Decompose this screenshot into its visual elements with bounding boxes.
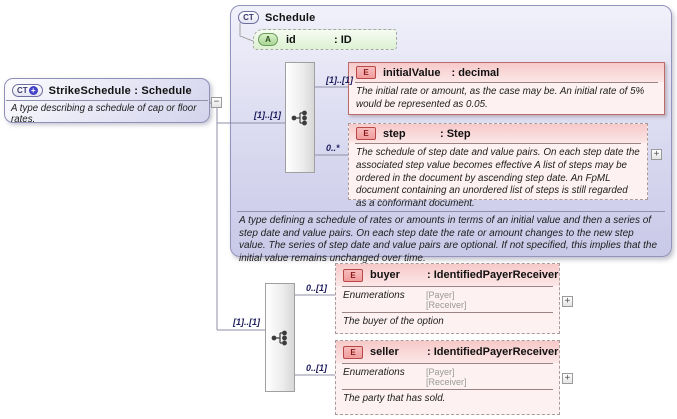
cardinality-seller: 0..[1]	[306, 363, 328, 373]
element-step[interactable]: E step : Step The schedule of step date …	[348, 123, 648, 209]
divider	[342, 312, 553, 313]
ct-badge-text: CT	[17, 86, 28, 95]
cardinality-step: 0..*	[326, 143, 340, 153]
initialvalue-name: initialValue	[383, 66, 441, 79]
complex-type-icon: CT	[238, 11, 259, 24]
initialvalue-header: E initialValue : decimal	[349, 63, 664, 82]
seller-name: seller	[370, 346, 399, 358]
enum-value: [Payer]	[426, 290, 455, 300]
enumerations-label: Enumerations	[343, 367, 405, 378]
schedule-description: A type defining a schedule of rates or a…	[237, 211, 665, 265]
collapse-button[interactable]: −	[211, 97, 222, 108]
step-description: The schedule of step date and value pair…	[356, 147, 640, 210]
attribute-name: id	[286, 33, 296, 46]
element-buyer[interactable]: E buyer : IdentifiedPayerReceiver Enumer…	[335, 263, 560, 334]
cardinality-schedule-sequence: [1]..[1]	[254, 110, 281, 120]
sequence-icon	[271, 330, 287, 345]
attribute-icon: A	[258, 33, 278, 46]
seller-header: E seller : IdentifiedPayerReceiver	[336, 341, 559, 363]
element-icon: E	[356, 66, 376, 79]
element-icon: E	[356, 127, 376, 140]
attribute-id[interactable]: A id : ID	[253, 29, 397, 50]
step-header: E step : Step	[349, 124, 647, 143]
divider	[342, 389, 553, 390]
initialvalue-description: The initial rate or amount, as the case …	[356, 86, 645, 110]
buyer-name: buyer	[370, 269, 400, 281]
buyer-description: The buyer of the option	[343, 316, 444, 327]
step-name: step	[383, 127, 406, 140]
attribute-type: : ID	[334, 33, 352, 46]
enumeration-values: [Payer] [Receiver]	[426, 290, 467, 310]
seller-description: The party that has sold.	[343, 393, 446, 404]
buyer-type: : IdentifiedPayerReceiver	[427, 269, 559, 281]
enum-value: [Receiver]	[426, 377, 467, 387]
element-seller[interactable]: E seller : IdentifiedPayerReceiver Enume…	[335, 340, 560, 415]
buyer-enumerations: Enumerations [Payer] [Receiver]	[336, 287, 559, 312]
element-icon: E	[343, 345, 363, 359]
plus-circle-icon: +	[28, 86, 38, 95]
divider	[355, 82, 658, 83]
sequence-compositor-bottom[interactable]	[265, 283, 295, 392]
element-initialvalue[interactable]: E initialValue : decimal The initial rat…	[348, 62, 665, 115]
expand-buyer-button[interactable]: +	[562, 296, 573, 307]
divider	[342, 286, 553, 287]
enumeration-values: [Payer] [Receiver]	[426, 367, 467, 387]
expand-seller-button[interactable]: +	[562, 373, 573, 384]
schedule-title: Schedule	[265, 11, 316, 24]
cardinality-initialvalue: [1]..[1]	[326, 75, 353, 85]
enum-value: [Payer]	[426, 367, 455, 377]
strike-schedule-header: CT+ StrikeSchedule : Schedule	[5, 79, 209, 100]
seller-enumerations: Enumerations [Payer] [Receiver]	[336, 364, 559, 389]
cardinality-bottom-sequence: [1]..[1]	[233, 317, 260, 327]
complex-type-plus-icon: CT+	[12, 84, 43, 97]
sequence-compositor-top[interactable]	[285, 62, 315, 173]
strike-schedule-box[interactable]: CT+ StrikeSchedule : Schedule A type des…	[4, 78, 210, 125]
divider	[342, 363, 553, 364]
enumerations-label: Enumerations	[343, 290, 405, 301]
strike-schedule-title: StrikeSchedule : Schedule	[48, 84, 192, 97]
sequence-icon	[291, 110, 307, 125]
schedule-header: CT Schedule	[238, 11, 316, 24]
enum-value: [Receiver]	[426, 300, 467, 310]
element-icon: E	[343, 268, 363, 282]
step-type: : Step	[440, 127, 471, 140]
initialvalue-type: : decimal	[451, 66, 500, 79]
divider	[6, 100, 208, 101]
expand-step-button[interactable]: +	[651, 149, 662, 160]
buyer-header: E buyer : IdentifiedPayerReceiver	[336, 264, 559, 286]
strike-schedule-description: A type describing a schedule of cap or f…	[11, 103, 197, 125]
cardinality-buyer: 0..[1]	[306, 283, 328, 293]
seller-type: : IdentifiedPayerReceiver	[427, 346, 559, 358]
divider	[355, 143, 641, 144]
